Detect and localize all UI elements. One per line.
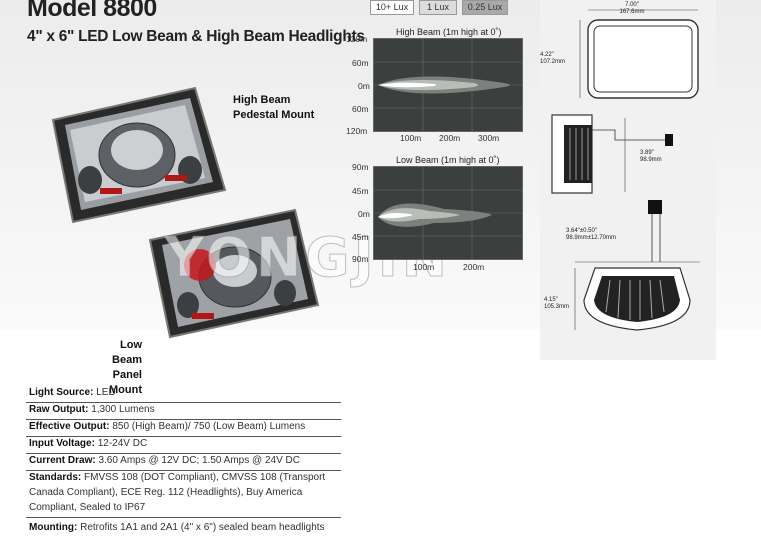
dim-connector-mm: 98.9mm±12.70mm xyxy=(566,235,616,241)
spec-light-source: Light Source: LED xyxy=(26,383,341,403)
low-beam-plot xyxy=(373,166,523,260)
low-beam-pattern xyxy=(374,167,522,259)
page-title: Model 8800 xyxy=(27,0,157,22)
low-beam-caption-line-2: Panel Mount xyxy=(109,369,142,396)
spec-label: Mounting: xyxy=(29,522,78,533)
spec-value: 12-24V DC xyxy=(94,438,148,449)
lux-legend-025: 0.25 Lux xyxy=(462,0,508,15)
spec-mounting: Mounting: Retrofits 1A1 and 2A1 (4" x 6"… xyxy=(26,518,341,537)
spec-value: FMVSS 108 (DOT Compliant), CMVSS 108 (Tr… xyxy=(29,472,326,513)
high-beam-plot xyxy=(373,38,523,132)
spec-label: Current Draw: xyxy=(29,455,96,466)
spec-standards: Standards: FMVSS 108 (DOT Compliant), CM… xyxy=(26,468,341,518)
dim-depth-in: 4.15" xyxy=(544,297,558,303)
spec-current-draw: Current Draw: 3.60 Amps @ 12V DC; 1.50 A… xyxy=(26,451,341,471)
dim-side-in: 3.89" xyxy=(640,150,654,156)
high-y-label-1: 120m xyxy=(346,34,368,44)
high-y-label-3: 0m xyxy=(358,81,370,91)
spec-effective-output: Effective Output: 850 (High Beam)/ 750 (… xyxy=(26,417,341,437)
technical-drawings xyxy=(551,9,700,331)
dim-side: 3.89" 98.9mm xyxy=(640,150,662,164)
high-beam-caption: High Beam Pedestal Mount xyxy=(233,93,314,123)
dim-width: 7.00" 167.6mm xyxy=(612,2,652,16)
high-x-label-3: 300m xyxy=(478,133,500,143)
dim-width-in: 7.00" xyxy=(625,2,639,8)
high-beam-caption-line-2: Pedestal Mount xyxy=(233,109,315,121)
spec-value: 1,300 Lumens xyxy=(88,404,155,415)
page-subtitle: 4" x 6" LED Low Beam & High Beam Headlig… xyxy=(27,28,365,45)
high-x-label-2: 200m xyxy=(439,133,461,143)
high-beam-chart-title: High Beam (1m high at 0˚) xyxy=(396,27,502,37)
spec-label: Standards: xyxy=(29,472,82,483)
low-y-label-5: 90m xyxy=(352,254,369,264)
low-x-label-2: 200m xyxy=(463,262,485,272)
low-beam-chart-title: Low Beam (1m high at 0˚) xyxy=(396,155,500,165)
spec-value: 3.60 Amps @ 12V DC; 1.50 Amps @ 24V DC xyxy=(95,455,300,466)
spec-value: Retrofits 1A1 and 2A1 (4" x 6") sealed b… xyxy=(77,522,325,533)
lux-legend-10: 10+ Lux xyxy=(370,0,414,15)
high-x-label-1: 100m xyxy=(400,133,422,143)
high-y-label-5: 120m xyxy=(346,126,368,136)
dim-side-mm: 98.9mm xyxy=(640,157,662,163)
dim-connector: 3.64"±0.50" 98.9mm±12.70mm xyxy=(566,228,616,242)
dim-depth: 4.15" 105.3mm xyxy=(544,297,569,311)
dim-connector-in: 3.64"±0.50" xyxy=(566,228,597,234)
spec-label: Light Source: xyxy=(29,387,94,398)
high-y-label-4: 60m xyxy=(352,104,369,114)
spec-input-voltage: Input Voltage: 12-24V DC xyxy=(26,434,341,454)
low-y-label-4: 45m xyxy=(352,232,369,242)
high-y-label-2: 60m xyxy=(352,58,369,68)
dim-height: 4.22" 107.2mm xyxy=(540,52,565,66)
spec-label: Effective Output: xyxy=(29,421,110,432)
low-y-label-3: 0m xyxy=(358,209,370,219)
low-beam-headlight-photo xyxy=(148,208,320,339)
lux-legend-1: 1 Lux xyxy=(419,0,457,15)
dim-width-mm: 167.6mm xyxy=(619,9,645,15)
spec-label: Raw Output: xyxy=(29,404,89,415)
dim-depth-mm: 105.3mm xyxy=(544,304,570,310)
dim-height-in: 4.22" xyxy=(540,52,554,58)
high-beam-pattern xyxy=(374,39,522,131)
low-x-label-1: 100m xyxy=(413,262,435,272)
high-beam-headlight-photo xyxy=(51,86,227,224)
low-y-label-1: 90m xyxy=(352,162,369,172)
low-beam-caption-line-1: Low Beam xyxy=(112,339,142,366)
spec-label: Input Voltage: xyxy=(29,438,95,449)
spec-value: 850 (High Beam)/ 750 (Low Beam) Lumens xyxy=(109,421,306,432)
spec-raw-output: Raw Output: 1,300 Lumens xyxy=(26,400,341,420)
high-beam-caption-line-1: High Beam xyxy=(233,94,291,106)
low-y-label-2: 45m xyxy=(352,186,369,196)
dim-height-mm: 107.2mm xyxy=(540,59,566,65)
low-beam-caption: Low Beam Panel Mount xyxy=(92,338,142,398)
spec-value: LED xyxy=(93,387,116,398)
